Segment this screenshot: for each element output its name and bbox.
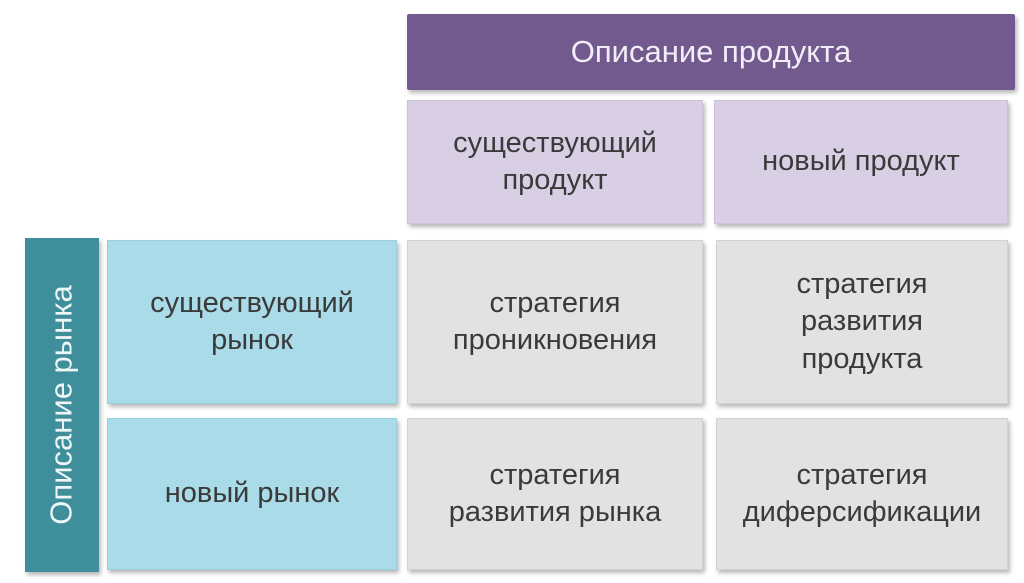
strategy-product-development: стратегия развития продукта	[716, 240, 1008, 404]
strategy-penetration: стратегия проникновения	[407, 240, 703, 404]
market-description-header: Описание рынка	[25, 238, 99, 572]
row-header-existing-market: существующий рынок	[107, 240, 397, 404]
strategy-diversification: стратегия диферсификации	[716, 418, 1008, 570]
strategy-market-development: стратегия развития рынка	[407, 418, 703, 570]
column-header-existing-product: существующий продукт	[407, 100, 703, 224]
column-header-new-product: новый продукт	[714, 100, 1008, 224]
product-description-header: Описание продукта	[407, 14, 1015, 90]
market-description-label: Описание рынка	[44, 285, 79, 525]
row-header-new-market: новый рынок	[107, 418, 397, 570]
